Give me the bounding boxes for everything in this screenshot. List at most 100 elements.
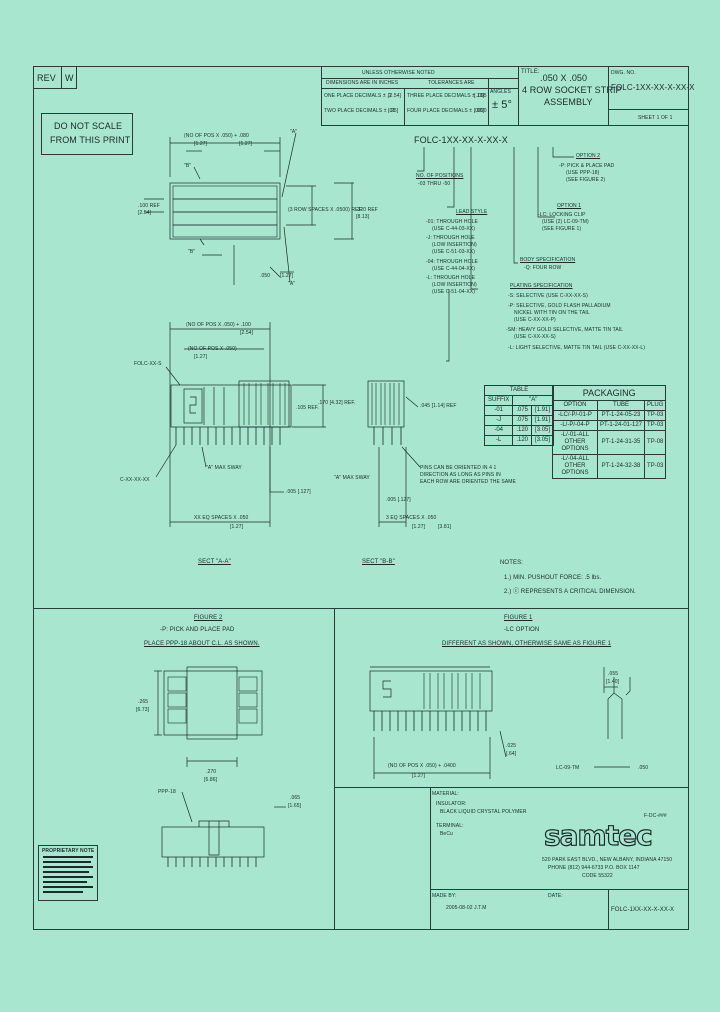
figure1-dim-055: .055: [608, 671, 619, 677]
sect-b-note-3: EACH ROW ARE ORIENTED THE SAME: [420, 479, 516, 485]
date-label: DATE:: [548, 893, 563, 899]
proprietary-note: PROPRIETARY NOTE: [38, 845, 98, 901]
plating-p: -P: SELECTIVE, GOLD FLASH PALLADIUM: [508, 303, 611, 309]
unless-noted: UNLESS OTHERWISE NOTED: [362, 70, 435, 76]
sect-a-dim-spaces-mm: [1.27]: [230, 524, 244, 530]
sect-a-pin-label: C-XX-XX-XX: [120, 477, 150, 483]
insulator-label: INSULATOR:: [436, 801, 467, 807]
positions-range: -03 THRU -50: [418, 181, 451, 187]
option2-title: OPTION 2: [576, 153, 601, 159]
lead-style-l: -L: THROUGH HOLE: [426, 275, 476, 281]
sect-a-dim-top: (NO OF POS X .050) + .100: [186, 322, 251, 328]
material-title: MATERIAL:: [432, 791, 459, 797]
figure2-drawing: [154, 666, 286, 867]
figure1-lc-label: LC-09-TM: [556, 765, 580, 771]
note-1: 1.) MIN. PUSHOUT FORCE: .5 lbs.: [504, 575, 602, 581]
lead-style-04: -04: THROUGH HOLE: [426, 259, 478, 265]
top-dim-positions-mm: [1.27]: [194, 141, 208, 147]
figure1-dim-055-mm: [1.40]: [606, 679, 620, 685]
plating-s: -S: SELECTIVE (USE C-XX-XX-S): [508, 293, 588, 299]
lead-style-01: -01: THROUGH HOLE: [426, 219, 478, 225]
footer-dwg-no: FOLC-1XX-XX-X-XX-X: [611, 907, 675, 913]
body-spec-value: -Q: FOUR ROW: [524, 265, 562, 271]
terminal-label: TERMINAL:: [436, 823, 464, 829]
top-dim-320-mm: [8.13]: [356, 214, 370, 220]
sect-a-title: SECT "A-A": [198, 559, 231, 565]
sect-a-max-sway: "A" MAX SWAY: [206, 465, 242, 471]
samtec-logo: samtec: [543, 818, 653, 852]
plating-sm: -SM: HEAVY GOLD SELECTIVE, MATTE TIN TAI…: [506, 327, 624, 333]
figure2-line1: -P: PICK AND PLACE PAD: [160, 627, 235, 633]
sect-b-note-1: PINS CAN BE ORIENTED IN 4 1: [420, 465, 497, 471]
body-spec-title: BODY SPECIFICATION: [520, 257, 576, 263]
top-dim-100: .100 REF: [138, 203, 160, 209]
plating-title: PLATING SPECIFICATION: [510, 283, 573, 289]
suffix-table: TABLE SUFFIX "A" -01.075[1.91] -J.075[1.…: [483, 385, 555, 446]
sect-a-dim-top-mm: [2.54]: [240, 330, 254, 336]
rev-label: REV: [37, 73, 56, 83]
option2-line-3: (SEE FIGURE 2): [566, 177, 606, 183]
figure2-dim-270: .270: [206, 769, 217, 775]
option1-line-2: (USE (2) LC-09-TM): [542, 219, 589, 225]
sheet-number: SHEET 1 OF 1: [638, 115, 673, 121]
figure2-dim-265: .265: [138, 699, 149, 705]
sect-b-note-2: DIRECTION AS LONG AS PINS IN: [420, 472, 501, 478]
plating-p-use: (USE C-XX-XX-P): [514, 317, 556, 323]
dwg-no: FOLC-1XX-XX-X-XX-X: [611, 83, 695, 92]
dwg-no-label: DWG. NO.: [611, 70, 636, 76]
plating-p-2: NICKEL WITH TIN ON THE TAIL: [514, 310, 590, 316]
top-dim-100-mm: [2.54]: [138, 210, 152, 216]
title-line-2: 4 ROW SOCKET STRIP: [522, 85, 622, 95]
two-place-tol: TWO PLACE DECIMALS ± .01: [324, 108, 396, 114]
rev-value: W: [65, 73, 74, 83]
sect-a-dim-mid: (NO OF POS X .050): [188, 346, 237, 352]
lead-style-l-low: (LOW INSERTION): [432, 282, 477, 288]
top-dim-320: .320 REF: [356, 207, 378, 213]
sect-b-dim-spaces: 3 EQ SPACES X .050: [386, 515, 437, 521]
figure2-line2: PLACE PPP-18 ABOUT C.L. AS SHOWN.: [144, 641, 260, 647]
proprietary-title: PROPRIETARY NOTE: [42, 848, 95, 854]
title-line-3: ASSEMBLY: [544, 97, 593, 107]
top-dim-050: .050: [260, 273, 271, 279]
lead-style-01-use: (USE C-44-03-XX): [432, 226, 475, 232]
figure1-dim-bottom: (NO OF POS X .050) + .0400: [388, 763, 456, 769]
four-place-tol: FOUR PLACE DECIMALS ± .0020: [407, 108, 487, 114]
positions-title: NO. OF POSITIONS: [416, 173, 464, 179]
sect-b-max-sway: "A" MAX SWAY: [334, 475, 370, 481]
title-block: UNLESS OTHERWISE NOTED DIMENSIONS ARE IN…: [321, 67, 694, 126]
sect-b-dim-spaces-mm: [1.27]: [412, 524, 426, 530]
figure1-line2: DIFFERENT AS SHOWN, OTHERWISE SAME AS FI…: [442, 641, 612, 647]
figure1-drawing: [369, 666, 631, 779]
sect-a-dim-mid-mm: [1.27]: [194, 354, 208, 360]
insulator-value: BLACK LIQUID CRYSTAL POLYMER: [440, 809, 527, 815]
figure-divider: [334, 608, 335, 929]
part-number-code: FOLC-1XX-XX-X-XX-X: [414, 135, 508, 145]
top-dim-127: [1.27]: [239, 141, 253, 147]
sect-a-dim-005: .005 [.127]: [286, 489, 311, 495]
lead-style-l-use: (USE C-51-04-XX): [432, 289, 475, 295]
angles-label: ANGLES: [490, 89, 511, 95]
do-not-scale-1: DO NOT SCALE: [54, 121, 123, 131]
dims-in-inches: DIMENSIONS ARE IN INCHES: [326, 80, 399, 86]
figure1-title: FIGURE 1: [504, 615, 533, 621]
notes-title: NOTES:: [500, 560, 523, 566]
do-not-scale-2: FROM THIS PRINT: [50, 135, 131, 145]
lead-style-j-use: (USE C-51-03-XX): [432, 249, 475, 255]
figure1-line1: -LC OPTION: [504, 627, 540, 633]
plating-sm-use: (USE C-XX-XX-S): [514, 334, 556, 340]
tolerances-label: TOLERANCES ARE: [428, 80, 475, 86]
figure1-dim-050: .050: [638, 765, 649, 771]
table-row: -L.120[3.05]: [483, 435, 555, 446]
option1-line-1: -LC: LOCKING CLIP: [538, 212, 586, 218]
figure2-dim-065-mm: [1.65]: [288, 803, 302, 809]
figure1-dim-bottom-mm: [1.27]: [412, 773, 426, 779]
note-2: 2.) ⓒ REPRESENTS A CRITICAL DIMENSION.: [504, 589, 636, 595]
sect-a-part-label: FOLC-XX-S: [134, 361, 162, 367]
option1-line-3: (SEE FIGURE 1): [542, 226, 582, 232]
four-place-mm: [.05]: [474, 108, 485, 114]
three-place-tol: THREE PLACE DECIMALS ± .005: [407, 93, 487, 99]
lead-style-04-use: (USE C-44-04-XX): [432, 266, 475, 272]
sect-b-dim-spaces-mm2: [3.81]: [438, 524, 452, 530]
